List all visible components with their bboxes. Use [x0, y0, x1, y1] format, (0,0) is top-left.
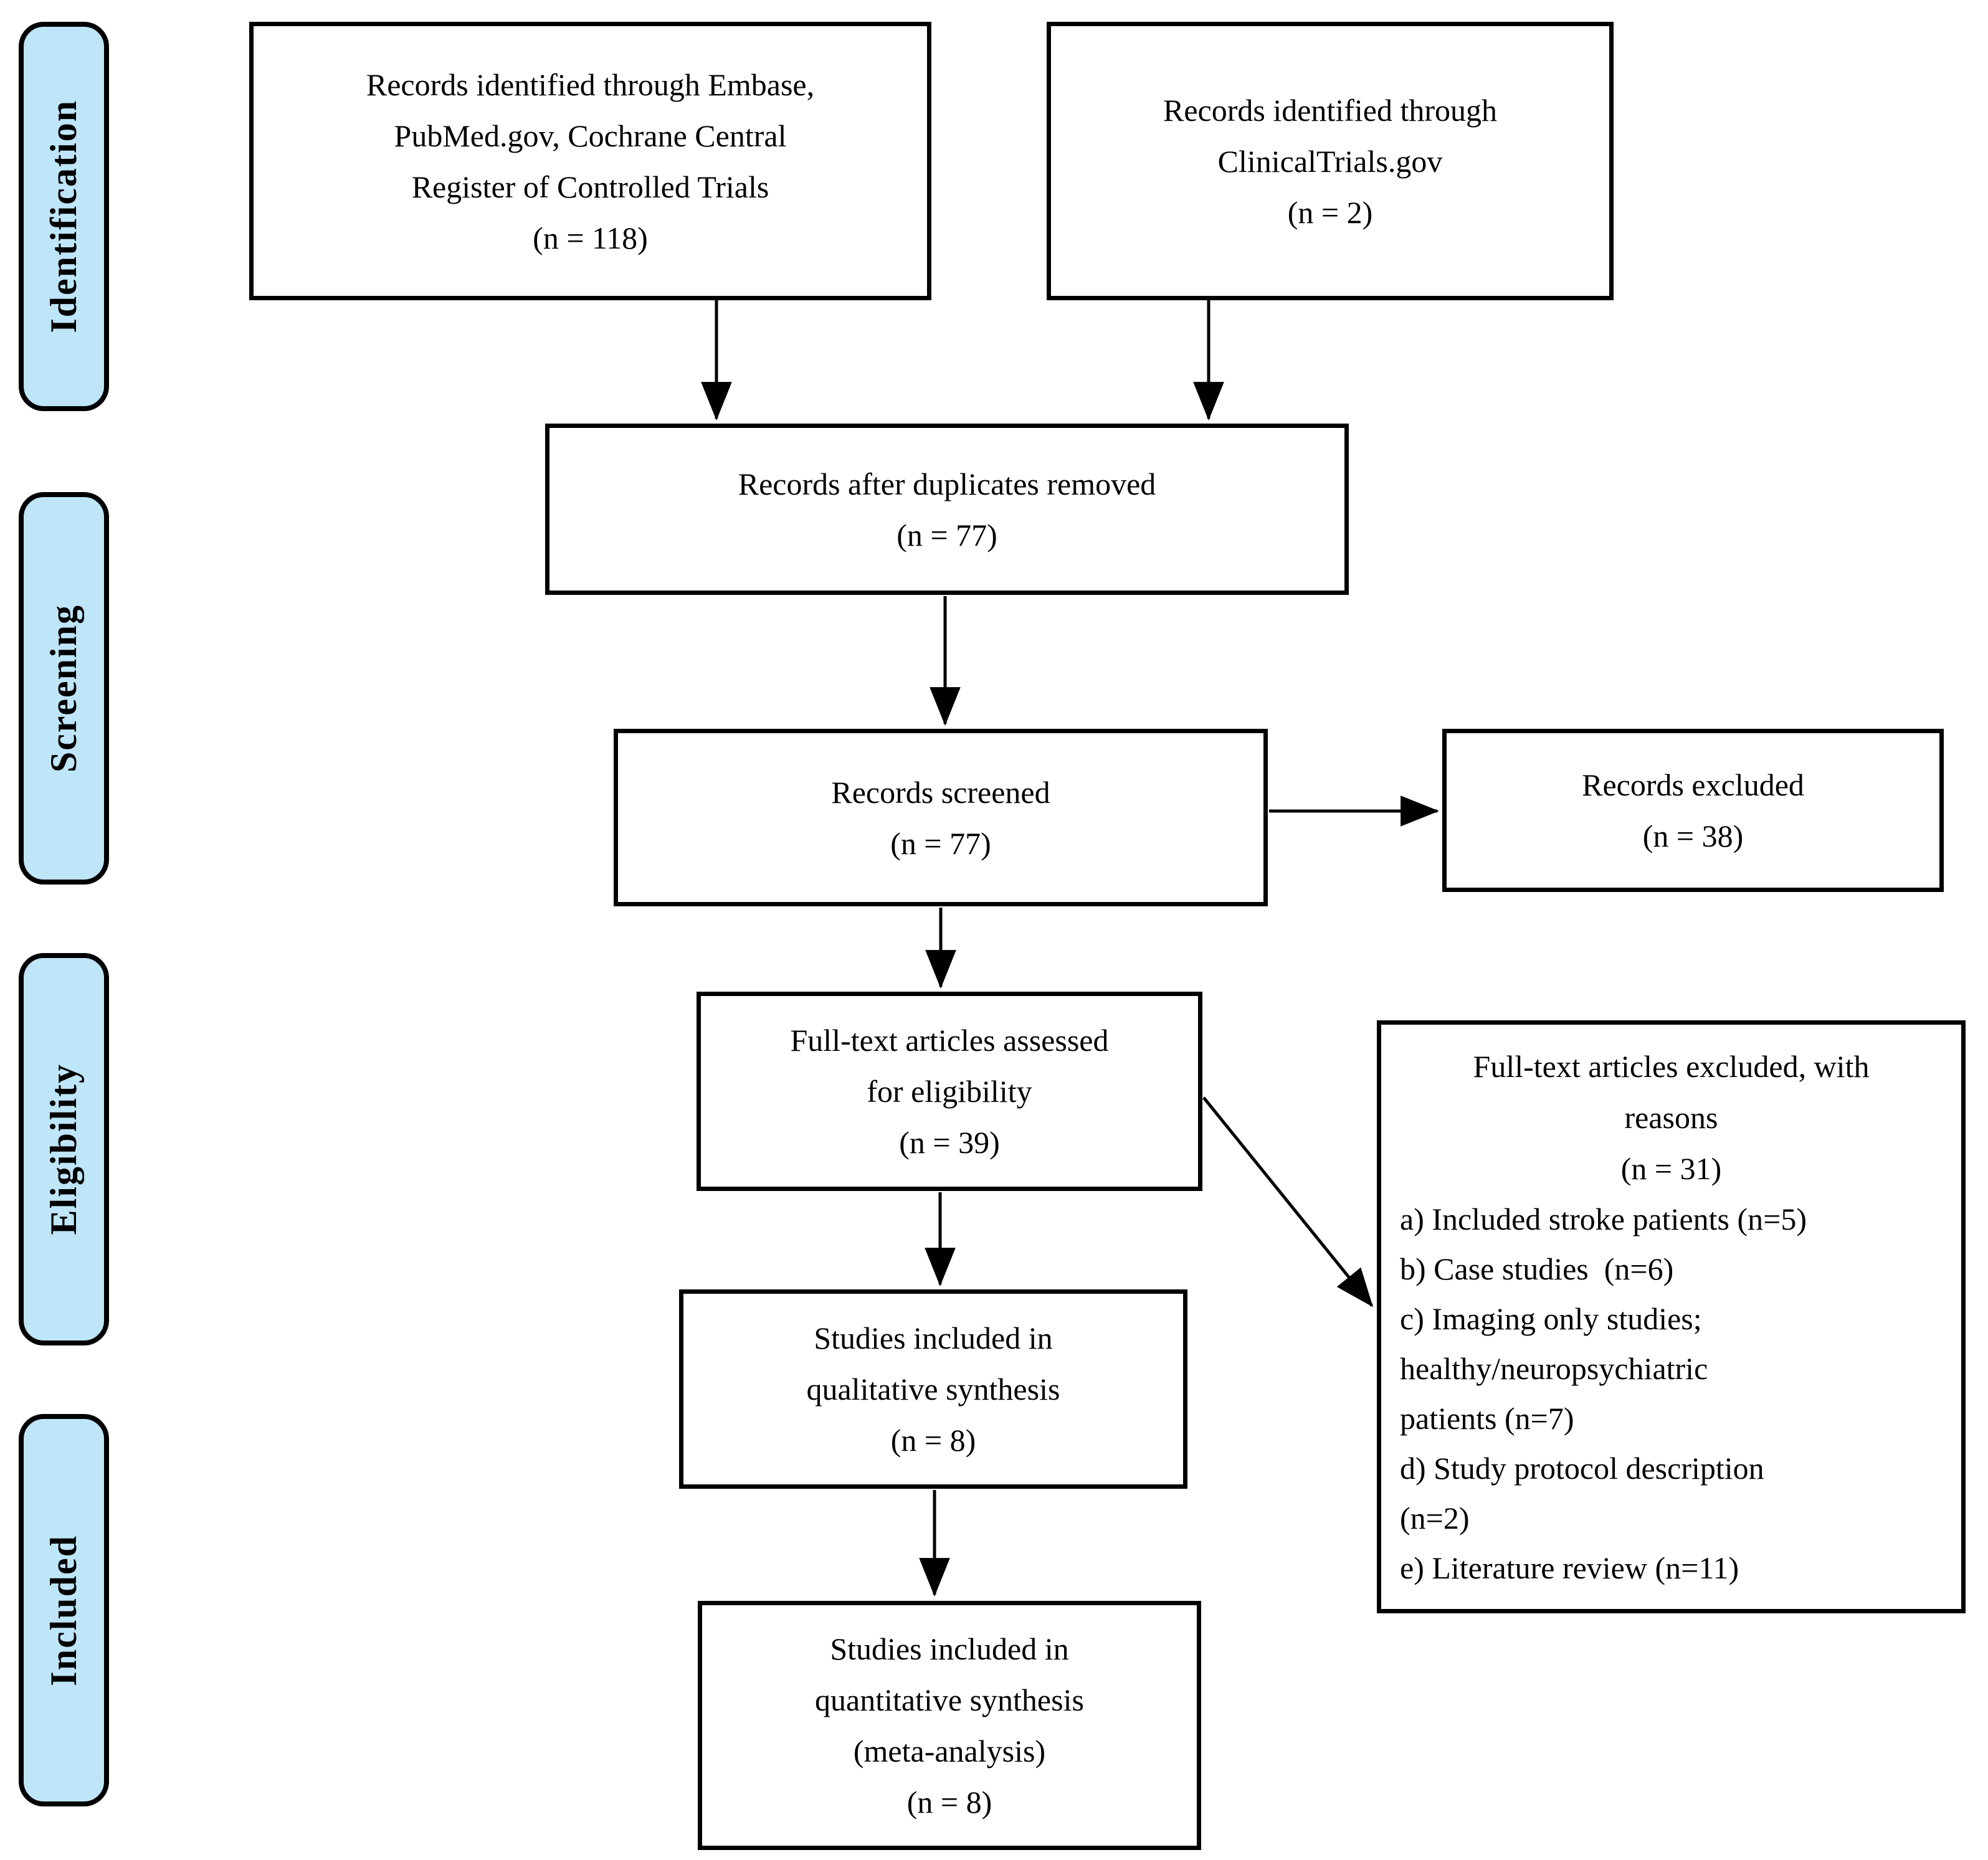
reason-line: d) Study protocol description [1400, 1451, 1764, 1486]
box-line: Register of Controlled Trials [411, 169, 769, 204]
box-line: (n = 8) [906, 1785, 992, 1820]
box-line: (n = 8) [890, 1423, 976, 1458]
box-records-after-duplicates: Records after duplicates removed (n = 77… [545, 424, 1349, 595]
box-line: (n = 39) [899, 1125, 1000, 1160]
stage-eligibility: Eligibility [19, 953, 109, 1345]
reason-line: healthy/neuropsychiatric [1400, 1351, 1708, 1386]
reason-line: a) Included stroke patients (n=5) [1400, 1202, 1807, 1236]
box-records-identified-databases: Records identified through Embase, PubMe… [249, 22, 931, 300]
box-line: qualitative synthesis [806, 1372, 1060, 1407]
box-line: (n = 38) [1642, 818, 1744, 853]
box-line: (n = 31) [1620, 1151, 1722, 1186]
box-line: Records identified through [1163, 92, 1497, 128]
box-line: Records excluded [1582, 767, 1804, 802]
box-line: Records after duplicates removed [738, 466, 1156, 501]
box-line: Studies included in [814, 1321, 1053, 1355]
box-line: reasons [1624, 1100, 1718, 1135]
box-records-excluded: Records excluded (n = 38) [1442, 729, 1944, 892]
box-line: quantitative synthesis [815, 1682, 1084, 1717]
reason-line: patients (n=7) [1400, 1401, 1574, 1436]
reason-line: c) Imaging only studies; [1400, 1301, 1702, 1336]
arrow-fulltext-to-excluded-reasons [1202, 1096, 1373, 1307]
box-quantitative-synthesis: Studies included in quantitative synthes… [698, 1601, 1201, 1850]
stage-identification: Identification [19, 22, 109, 411]
stage-screening: Screening [19, 492, 109, 885]
box-fulltext-assessed: Full-text articles assessed for eligibil… [697, 992, 1202, 1191]
reason-line: e) Literature review (n=11) [1400, 1550, 1739, 1585]
box-line: (meta-analysis) [853, 1734, 1046, 1768]
box-line: ClinicalTrials.gov [1217, 143, 1443, 179]
box-line: Studies included in [830, 1631, 1069, 1666]
box-line: Full-text articles assessed [790, 1023, 1109, 1058]
stage-included: Included [19, 1414, 109, 1806]
box-line: Records identified through Embase, [366, 67, 815, 102]
stage-label-eligibility: Eligibility [43, 1063, 84, 1235]
box-fulltext-excluded-reasons: Full-text articles excluded, with reason… [1377, 1020, 1966, 1613]
box-line: (n = 77) [897, 517, 997, 553]
box-qualitative-synthesis: Studies included in qualitative synthesi… [679, 1289, 1187, 1489]
box-records-identified-registry: Records identified through ClinicalTrial… [1047, 22, 1614, 300]
box-line: (n = 2) [1287, 194, 1373, 230]
box-line: Full-text articles excluded, with [1473, 1049, 1870, 1084]
stage-label-identification: Identification [43, 100, 84, 333]
box-line: (n = 77) [890, 825, 991, 861]
stage-label-screening: Screening [43, 604, 84, 773]
box-line: PubMed.gov, Cochrane Central [394, 118, 787, 153]
box-line: Records screened [831, 774, 1050, 810]
box-line: (n = 118) [533, 220, 648, 255]
reason-line: (n=2) [1400, 1501, 1470, 1535]
box-line: for eligibility [867, 1074, 1032, 1109]
box-records-screened: Records screened (n = 77) [614, 729, 1268, 906]
stage-label-included: Included [43, 1534, 84, 1686]
reason-line: b) Case studies (n=6) [1400, 1251, 1674, 1286]
